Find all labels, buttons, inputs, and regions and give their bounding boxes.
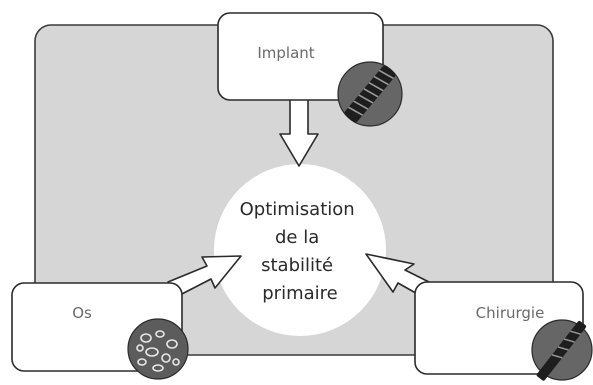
bone-trabecular-texture-icon [127,318,189,380]
center-text: Optimisation de la stabilité primaire [240,199,361,304]
center-line-2: de la [275,227,319,248]
center-line-3: stabilité [261,255,333,276]
bone-label: Os [72,304,92,322]
center-line-4: primaire [262,283,337,304]
surgical-drill-icon [531,319,593,381]
dental-implant-screw-icon [337,61,403,127]
center-line-1: Optimisation [240,199,355,220]
center-circle [214,164,386,336]
surgery-label: Chirurgie [476,304,545,322]
arrow-from-implant [279,97,319,167]
implant-label: Implant [257,44,314,62]
